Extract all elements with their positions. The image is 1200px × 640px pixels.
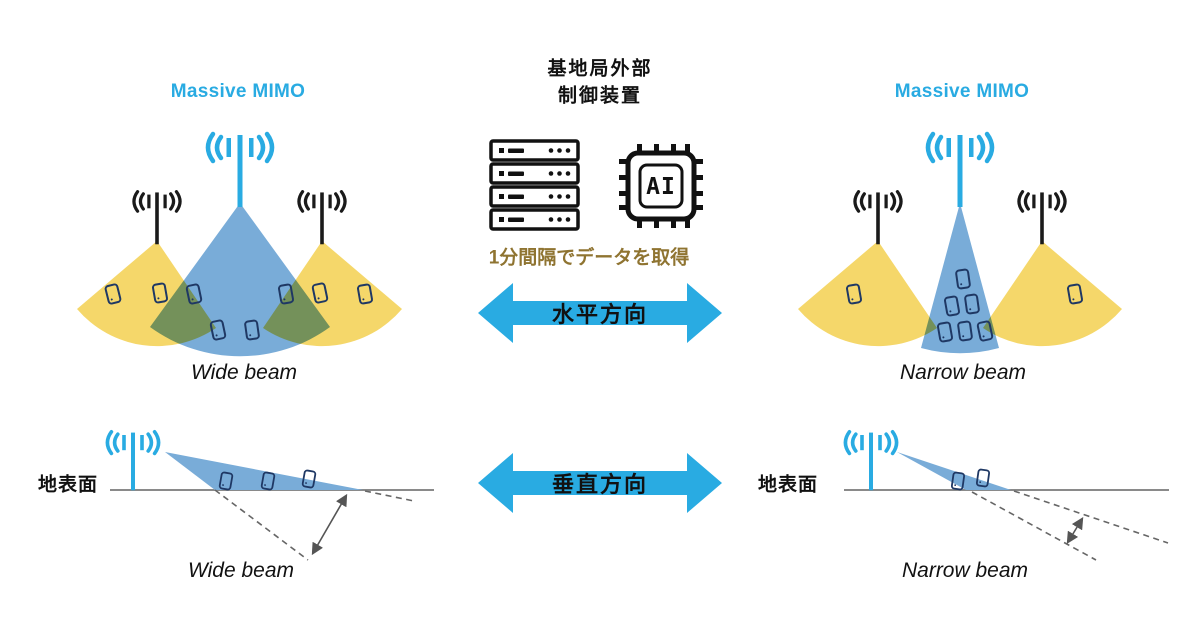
server-rack-icon bbox=[489, 139, 580, 231]
data-acquisition-note: 1分間隔でデータを取得 bbox=[488, 247, 690, 269]
control-unit-title-line1: 基地局外部 bbox=[547, 58, 653, 80]
narrow-beam-caption-top: Narrow beam bbox=[899, 361, 1027, 384]
ground-surface-label-left: 地表面 bbox=[37, 474, 99, 496]
small-antenna-icon bbox=[297, 190, 347, 246]
narrow-beam-side-view bbox=[843, 429, 1169, 561]
beam-width-measure-arrow bbox=[1066, 516, 1084, 545]
horizontal-direction-arrow bbox=[478, 283, 722, 343]
ground-surface-label-right: 地表面 bbox=[757, 474, 819, 496]
narrow-beam-triangle bbox=[897, 452, 1011, 490]
horizontal-arrow-label: 水平方向 bbox=[551, 302, 649, 327]
wide-beam-side-view bbox=[105, 429, 434, 561]
vertical-direction-arrow bbox=[478, 453, 722, 513]
narrow-blue-beam bbox=[921, 203, 999, 354]
massive-mimo-title-left: Massive MIMO bbox=[170, 81, 306, 102]
beam-width-measure-arrow bbox=[311, 493, 348, 556]
base-station-antenna-icon bbox=[928, 134, 992, 207]
beam-edge-dashed-line bbox=[214, 489, 309, 561]
control-unit-title-line2: 制御装置 bbox=[557, 85, 643, 107]
beam-edge-dashed-line bbox=[971, 491, 1097, 561]
left-yellow-beam bbox=[798, 241, 937, 347]
wide-beam-caption-top: Wide beam bbox=[190, 361, 298, 384]
massive-mimo-title-right: Massive MIMO bbox=[894, 81, 1030, 102]
wide-blue-beam bbox=[150, 203, 330, 357]
wide-beam-triangle bbox=[165, 452, 363, 490]
beam-edge-dashed-line bbox=[364, 490, 415, 502]
wide-beam-diagram bbox=[77, 134, 402, 357]
small-antenna-icon bbox=[1017, 190, 1067, 246]
narrow-beam-caption-bottom: Narrow beam bbox=[901, 559, 1029, 582]
vertical-arrow-label: 垂直方向 bbox=[551, 472, 649, 497]
base-station-antenna-icon bbox=[208, 134, 272, 207]
base-station-antenna-icon bbox=[105, 429, 161, 493]
wide-beam-caption-bottom: Wide beam bbox=[187, 559, 295, 582]
ai-chip-icon bbox=[619, 144, 703, 228]
narrow-beam-diagram bbox=[798, 134, 1122, 354]
right-yellow-beam bbox=[983, 241, 1122, 347]
base-station-antenna-icon bbox=[843, 429, 899, 493]
beam-edge-dashed-line bbox=[1013, 490, 1169, 544]
small-antenna-icon bbox=[132, 190, 182, 246]
ai-chip-label: AI bbox=[646, 174, 676, 200]
small-antenna-icon bbox=[853, 190, 903, 246]
